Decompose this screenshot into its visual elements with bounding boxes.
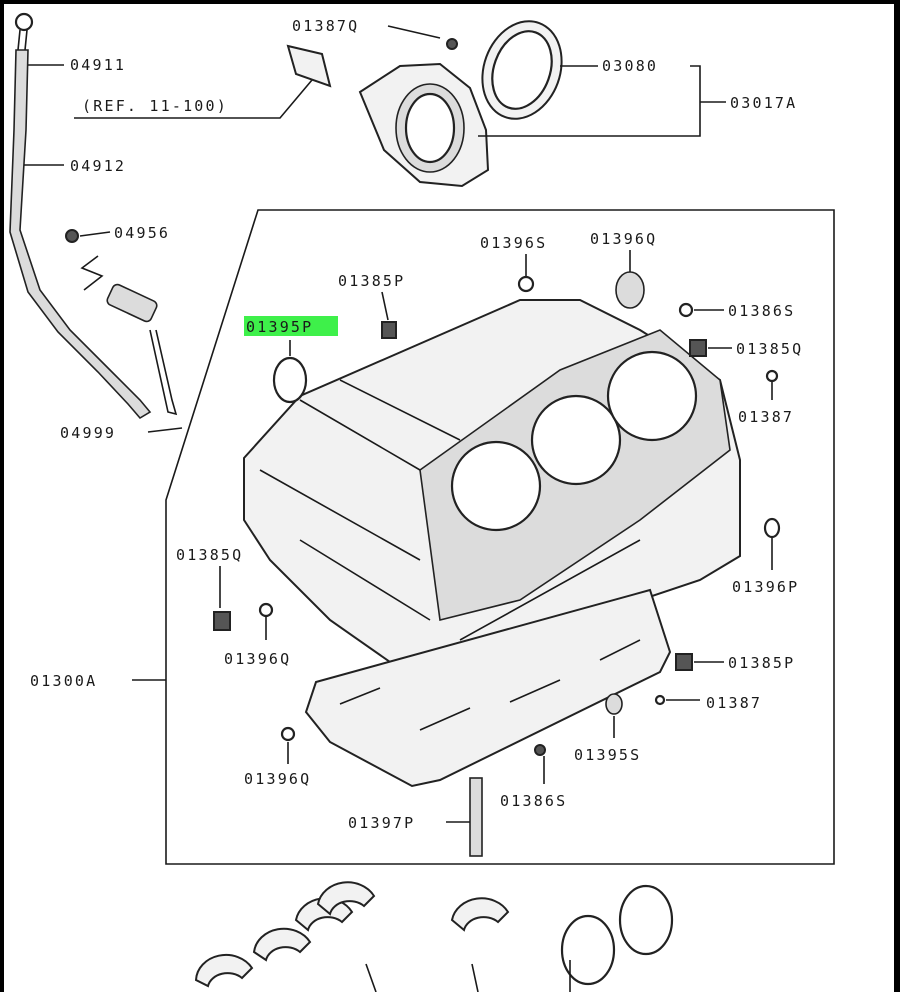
part-01396q-top[interactable] [615,271,645,309]
bolt-spring-lines [80,255,104,291]
label-01396p: 01396P [732,578,799,596]
label-01386s-right: 01386S [728,302,795,320]
bearing-shells [194,881,674,992]
label-03080: 03080 [602,57,658,75]
label-01396q-bottom: 01396Q [244,770,311,788]
label-01396s: 01396S [480,234,547,252]
cylinder-bore-1 [450,440,542,532]
label-04912: 04912 [70,157,126,175]
label-01385p-bottom: 01385P [728,654,795,672]
label-01397p: 01397P [348,814,415,832]
beam-cap-arches [339,639,641,731]
thrust-washer-1[interactable] [560,914,616,986]
leader-ref [74,79,313,119]
dipstick-tube[interactable] [9,49,152,420]
dipstick-handle[interactable] [14,12,34,32]
label-04956: 04956 [114,224,170,242]
bearing-shell-1[interactable] [194,953,254,988]
part-01387-bottom[interactable] [654,694,666,706]
part-01386s-right[interactable] [678,302,694,318]
dipstick-bracket[interactable] [106,283,159,323]
housing-inner [404,92,456,164]
part-01387-right[interactable] [765,369,779,383]
label-01386s-bottom: 01386S [500,792,567,810]
label-04999: 04999 [60,424,116,442]
block-assembly-outline [165,209,835,865]
leader-03017a [478,65,726,137]
block-ribs [259,379,641,641]
label-01395p: 01395P [246,318,313,336]
label-01395s: 01395S [574,746,641,764]
bearing-cap-beam [304,588,672,857]
part-01396p[interactable] [763,517,781,539]
part-01385p-top[interactable] [381,321,397,339]
highlight-01395p [244,316,338,336]
part-01396q-left[interactable] [258,602,274,618]
leader-04956 [79,231,111,237]
label-01385q-left: 01385Q [176,546,243,564]
part-01396q-bottom[interactable] [280,726,296,742]
label-01387-right: 01387 [738,408,794,426]
part-01385p-bottom[interactable] [675,653,693,671]
cylinder-block [243,299,741,691]
label-ref-11-100: (REF. 11-100) [82,97,228,115]
thrust-washer-2[interactable] [618,884,674,956]
bearing-shell-4[interactable] [316,881,376,916]
label-01387q: 01387Q [292,17,359,35]
main-bearing-beam[interactable] [304,588,672,788]
label-03017a: 03017A [730,94,797,112]
part-01386s-bottom[interactable] [534,744,546,756]
bolt-01387q[interactable] [446,38,458,50]
dipstick-blade [149,329,178,416]
label-01387-bottom: 01387 [706,694,762,712]
bearing-shell-5[interactable] [450,897,510,932]
plug-01395p[interactable] [272,356,308,404]
bearing-shell-3[interactable] [294,897,354,932]
bearing-shell-2[interactable] [252,927,312,962]
part-01395s[interactable] [605,693,623,715]
label-01300a: 01300A [30,672,97,690]
label-01385q-right: 01385Q [736,340,803,358]
cylinder-bore-2 [530,394,622,486]
label-01396q-top: 01396Q [590,230,657,248]
label-01385p-top: 01385P [338,272,405,290]
dipstick-assembly [9,12,178,420]
bolt-04956[interactable] [65,229,79,243]
ref-plate [286,44,332,88]
oil-seal-inner [491,30,553,110]
part-01385q-left[interactable] [213,611,231,631]
rear-seal-assembly [286,20,563,188]
part-01396s[interactable] [517,275,535,293]
bearing-shell-leaders [365,963,479,992]
stud-01397p[interactable] [469,777,483,857]
label-01396q-left: 01396Q [224,650,291,668]
label-04911: 04911 [70,56,126,74]
leader-01385p-top [381,291,389,321]
part-01385q-right[interactable] [689,339,707,357]
leader-01387q [387,25,441,39]
dipstick-neck [17,29,28,51]
leader-04999 [147,427,183,433]
cylinder-bore-3 [606,350,698,442]
